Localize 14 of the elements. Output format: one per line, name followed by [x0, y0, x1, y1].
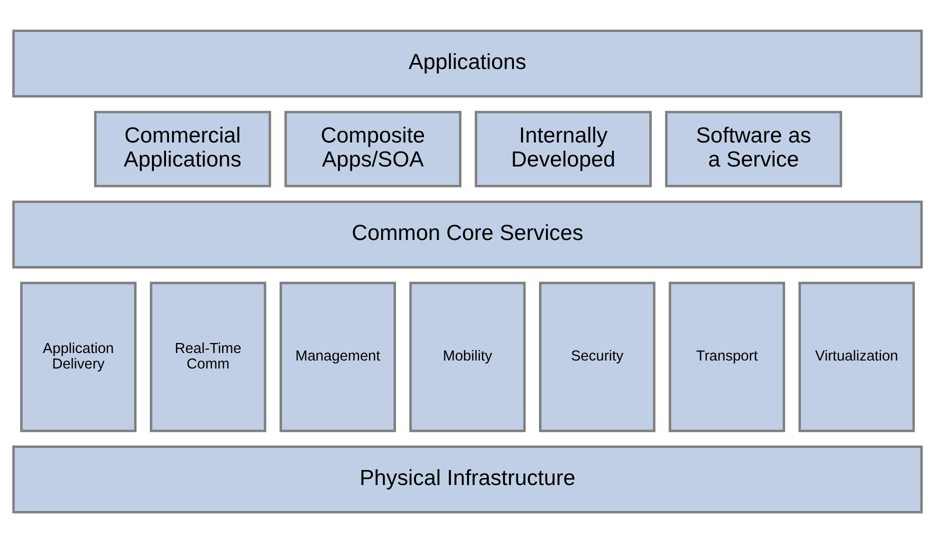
node-box: Management	[280, 281, 396, 432]
node-box: Commercial Applications	[94, 110, 272, 187]
node-box: Virtualization	[798, 281, 915, 432]
node-box: Applications	[12, 29, 923, 98]
node-box: Common Core Services	[12, 200, 923, 268]
node-box: Software as a Service	[665, 110, 842, 187]
node-box: Transport	[668, 281, 786, 432]
node-box: Mobility	[409, 281, 526, 432]
node-box: Real-Time Comm	[150, 281, 266, 432]
node-box: Security	[539, 281, 656, 432]
node-box: Internally Developed	[474, 110, 652, 187]
node-box: Application Delivery	[20, 281, 137, 432]
node-box: Physical Infrastructure	[12, 444, 923, 513]
node-box: Composite Apps/SOA	[284, 110, 462, 187]
